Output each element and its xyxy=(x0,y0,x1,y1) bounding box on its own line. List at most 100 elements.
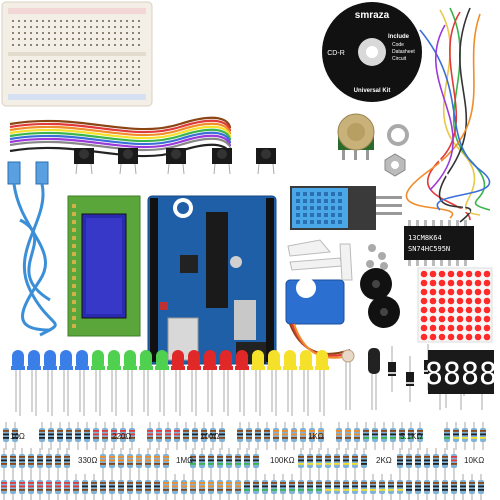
resistor-band xyxy=(226,489,232,491)
resistor-band xyxy=(453,430,459,432)
led-rim xyxy=(107,366,121,370)
resistor-band xyxy=(183,430,189,432)
breadboard-hole xyxy=(132,20,134,22)
resistor-band xyxy=(172,482,178,484)
breadboard-hole xyxy=(60,66,62,68)
resistor xyxy=(226,474,232,500)
resistor xyxy=(424,448,430,476)
matrix-dot xyxy=(447,333,455,341)
resistor-band xyxy=(48,430,54,432)
resistor-band xyxy=(289,489,295,491)
resistor-band xyxy=(100,485,106,488)
matrix-dot xyxy=(456,306,464,314)
resistor-band xyxy=(91,482,97,484)
button-cap xyxy=(217,149,227,159)
breadboard-hole xyxy=(78,26,80,28)
led-body xyxy=(108,350,120,370)
resistor-band xyxy=(352,485,358,488)
breadboard-hole xyxy=(54,20,56,22)
resistor-band xyxy=(397,463,403,465)
breadboard-hole xyxy=(24,44,26,46)
resistor-band xyxy=(390,430,396,432)
resistor-band xyxy=(64,459,70,462)
breadboard-hole xyxy=(48,60,50,62)
resistor-band xyxy=(316,482,322,484)
resistor xyxy=(433,448,439,476)
resistor-band xyxy=(289,482,295,484)
breadboard-hole xyxy=(84,78,86,80)
resistor xyxy=(253,474,259,500)
resistor-labels: 10Ω 220Ω 100Ω 1KΩ 5.1KΩ 330Ω 1MΩ 100KΩ 2… xyxy=(10,432,484,465)
breadboard-hole xyxy=(84,44,86,46)
breadboard-hole xyxy=(12,20,14,22)
led-rim xyxy=(219,366,233,370)
resistor-band xyxy=(237,437,243,439)
breadboard-hole xyxy=(78,38,80,40)
resistor-band xyxy=(424,489,430,491)
resistor-band xyxy=(219,437,225,439)
resistor-band xyxy=(235,459,241,462)
resistor-band xyxy=(325,482,331,484)
push-button xyxy=(74,148,94,175)
matrix-dot xyxy=(420,270,428,278)
resistor xyxy=(415,448,421,476)
potentiometer xyxy=(337,113,375,160)
resistor-band xyxy=(235,489,241,491)
breadboard-hole xyxy=(18,32,20,34)
resistor-band xyxy=(469,482,475,484)
resistor xyxy=(118,448,124,476)
resistor-band xyxy=(253,463,259,465)
resistor-band xyxy=(354,433,360,436)
resistor-band xyxy=(226,456,232,458)
resistor-band xyxy=(361,482,367,484)
dht-vent xyxy=(331,220,335,224)
matrix-dot xyxy=(483,297,491,305)
resistor xyxy=(91,474,97,500)
breadboard-hole xyxy=(96,32,98,34)
resistor xyxy=(217,448,223,476)
lcd-pin xyxy=(72,324,76,328)
resistor-band xyxy=(460,482,466,484)
resistor-band xyxy=(190,456,196,458)
resistor-band xyxy=(424,485,430,488)
led-body xyxy=(252,350,264,370)
cd-format: CD-R xyxy=(327,50,345,57)
resistor xyxy=(307,448,313,476)
resistor-band xyxy=(192,437,198,439)
resistor-band xyxy=(255,437,261,439)
led xyxy=(267,350,281,416)
resistor xyxy=(127,448,133,476)
resistor-band xyxy=(147,437,153,439)
resistor-band xyxy=(298,489,304,491)
resistor xyxy=(156,422,162,450)
resistor-band xyxy=(298,482,304,484)
servo-horns xyxy=(287,239,388,281)
dht-vent xyxy=(310,220,314,224)
resistor-band xyxy=(381,430,387,432)
resistor-band xyxy=(82,482,88,484)
resistor-band xyxy=(244,482,250,484)
dht-vent xyxy=(317,192,321,196)
resistor xyxy=(397,448,403,476)
resistor-band xyxy=(417,433,423,436)
resistor-band xyxy=(64,485,70,488)
breadboard-hole xyxy=(120,60,122,62)
breadboard-hole xyxy=(48,38,50,40)
resistor-band xyxy=(336,437,342,439)
resistor-band xyxy=(325,459,331,462)
breadboard-hole xyxy=(84,72,86,74)
resistor-band xyxy=(271,485,277,488)
resistor-band xyxy=(210,437,216,439)
breadboard-hole xyxy=(72,38,74,40)
breadboard-hole xyxy=(102,38,104,40)
resistor-band xyxy=(37,482,43,484)
breadboard-hole xyxy=(84,66,86,68)
resistor-band xyxy=(343,456,349,458)
resistor-band xyxy=(361,489,367,491)
resistor-band xyxy=(127,482,133,484)
resistor-band xyxy=(444,437,450,439)
matrix-dot xyxy=(420,279,428,287)
resistor-band xyxy=(453,433,459,436)
resistor-band xyxy=(217,485,223,488)
